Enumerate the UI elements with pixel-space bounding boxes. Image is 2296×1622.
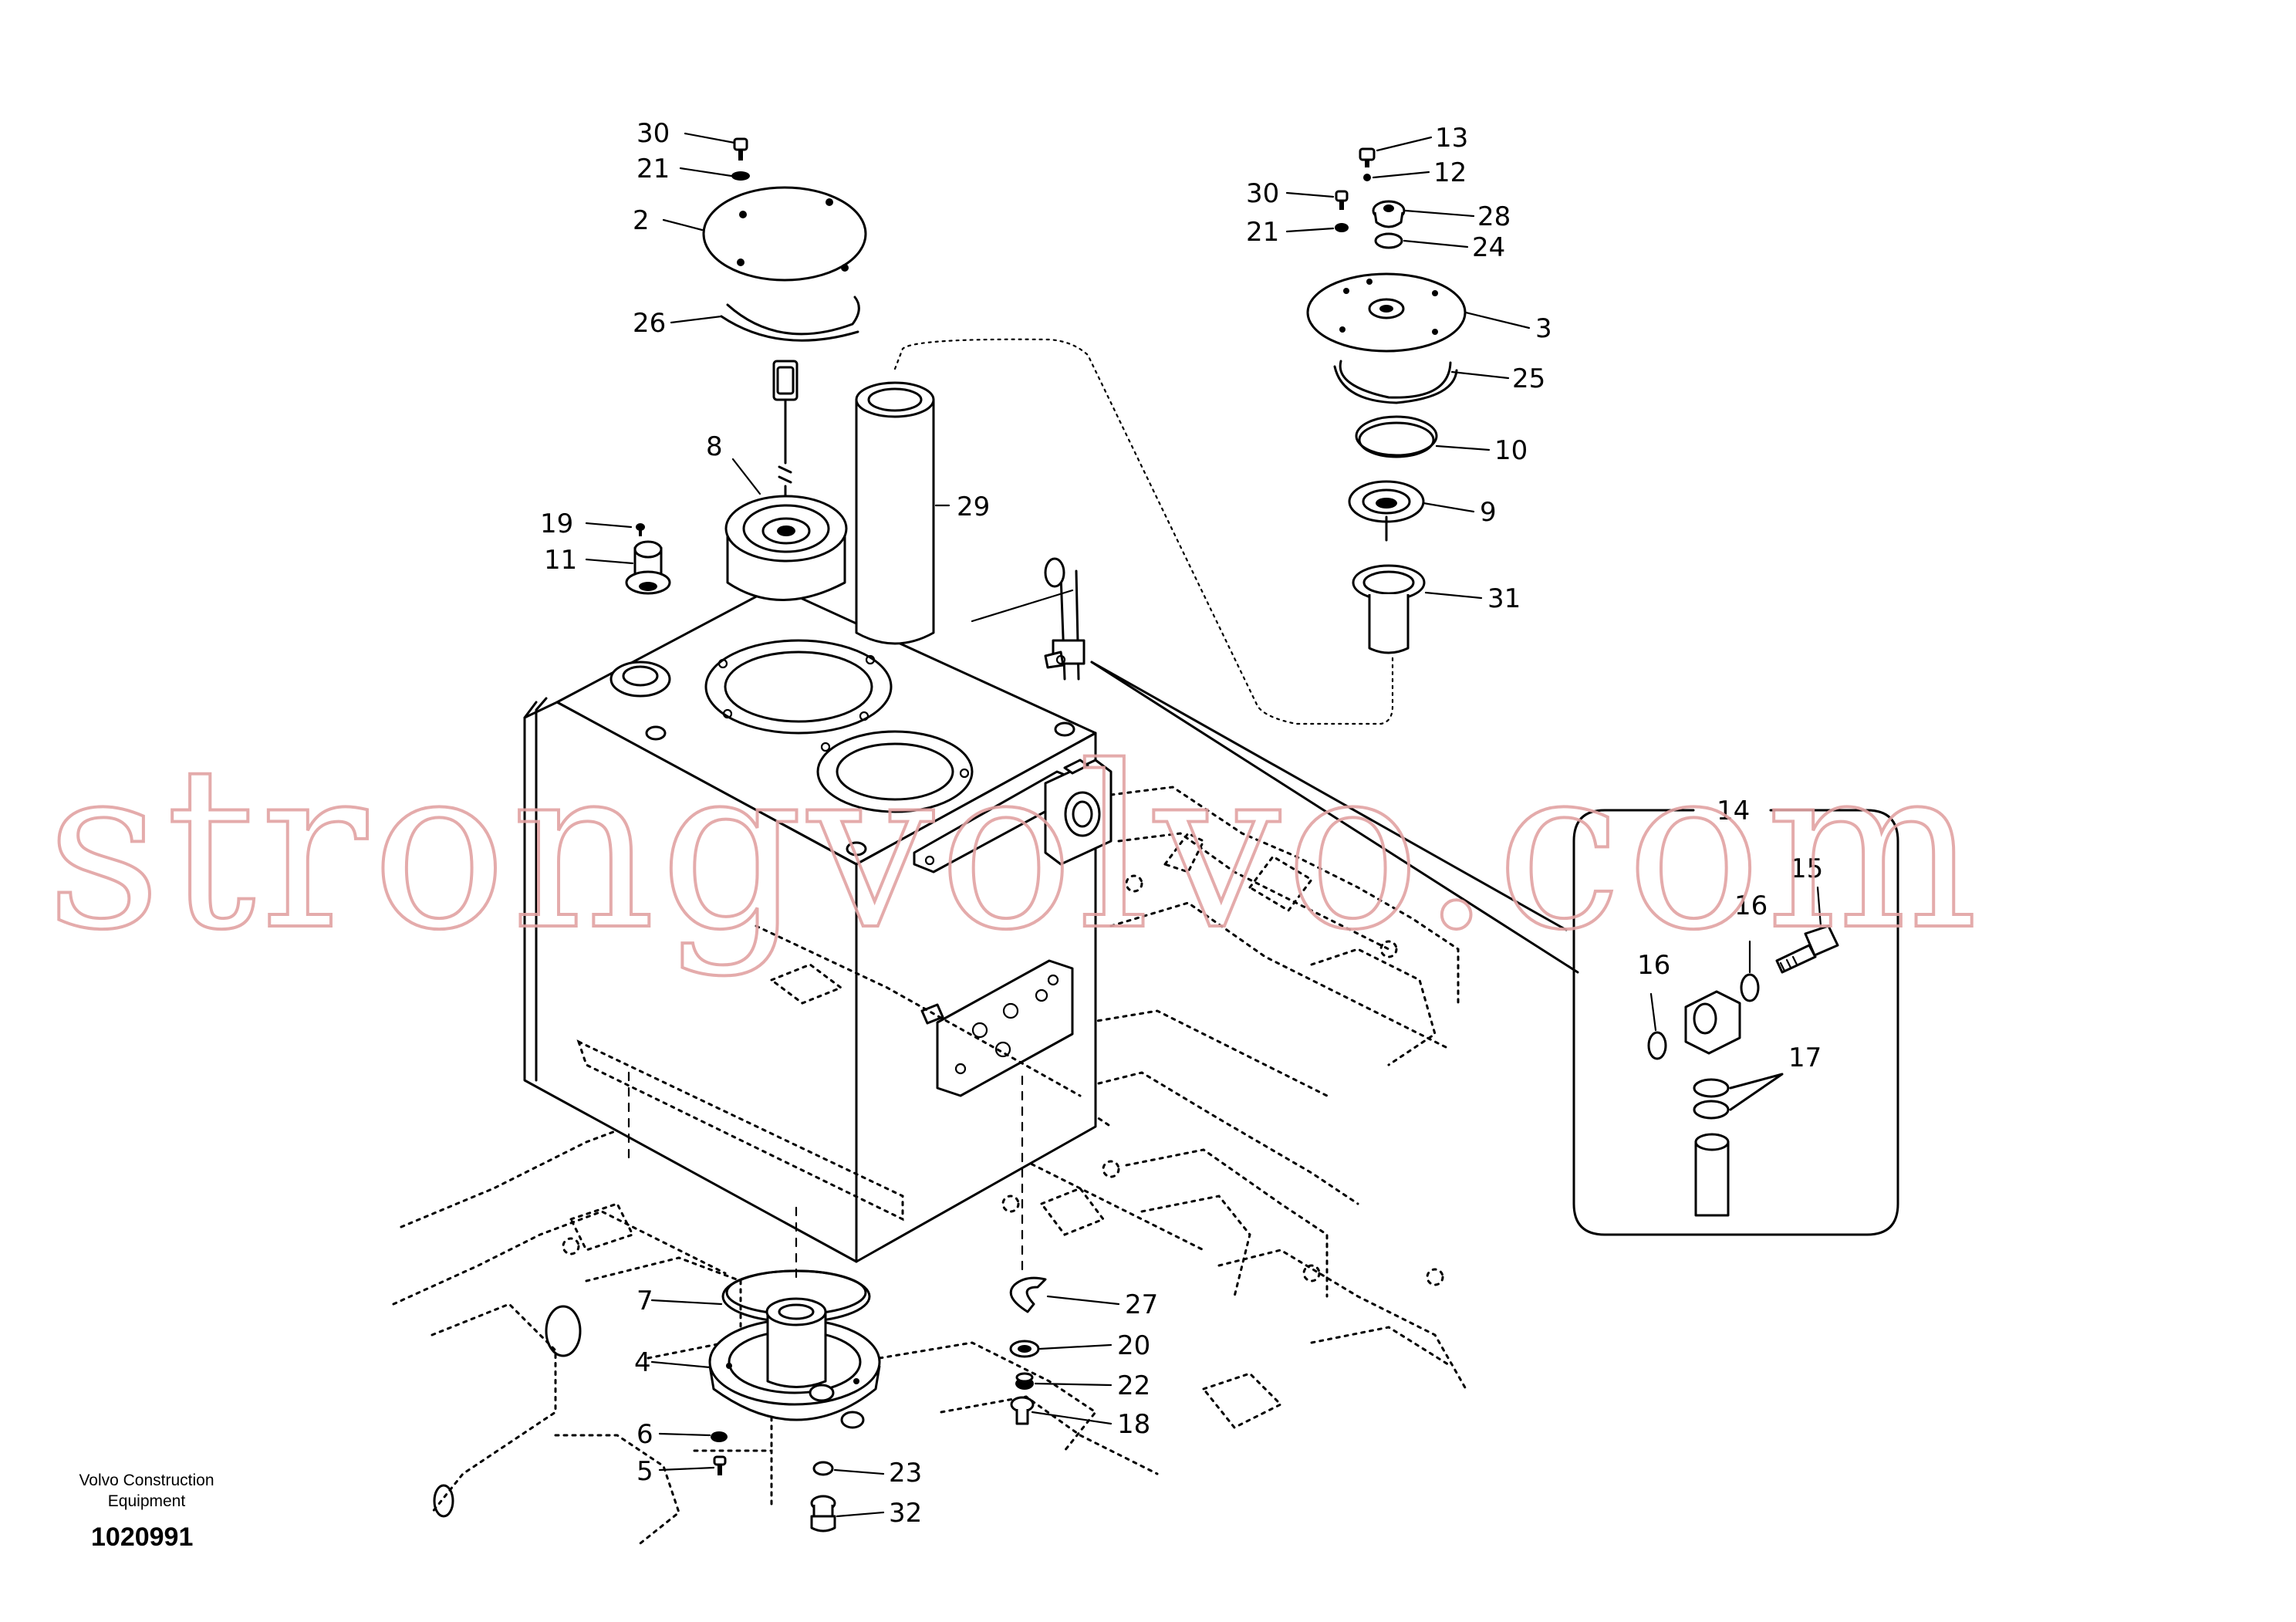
callout-31: 31: [1487, 583, 1521, 614]
plug-11: [625, 523, 671, 595]
callout-19: 19: [540, 509, 573, 539]
callout-16-left: 16: [1637, 950, 1670, 981]
callout-32: 32: [889, 1498, 922, 1529]
suction-stack: [893, 147, 1467, 725]
callout-3: 3: [1535, 313, 1552, 344]
drain-assembly: [627, 1071, 1047, 1532]
leader-lines: [585, 132, 1822, 1518]
cover-2: [702, 186, 867, 342]
hydraulic-tank: [523, 557, 1113, 1263]
callout-29: 29: [957, 492, 990, 522]
callout-25: 25: [1512, 363, 1545, 394]
callout-26: 26: [633, 308, 666, 339]
watermark-text: strongvolvo.com: [46, 719, 1983, 979]
bolt-30-top: [731, 137, 750, 181]
callout-4: 4: [634, 1347, 651, 1378]
callout-14: 14: [1717, 796, 1750, 826]
breather-8: [724, 360, 848, 601]
callout-16-right: 16: [1734, 890, 1768, 921]
callout-22: 22: [1117, 1370, 1150, 1401]
callout-2: 2: [633, 205, 650, 236]
footer-block: Volvo Construction Equipment 1020991: [79, 1472, 214, 1552]
callout-10: 10: [1494, 435, 1528, 466]
callout-8: 8: [706, 431, 723, 462]
callout-11: 11: [544, 545, 577, 576]
watermark: strongvolvo.com: [46, 719, 1983, 979]
callout-30-top: 30: [636, 118, 670, 149]
company-name-line1: Volvo Construction: [79, 1472, 214, 1489]
callout-labels: 30 21 2 26 8 29 19 11 13 12 30 28 21 24 …: [540, 118, 1823, 1529]
callout-21-right: 21: [1246, 217, 1279, 248]
detail-14-box: [1090, 661, 1899, 1236]
callout-18: 18: [1117, 1409, 1150, 1440]
callout-5: 5: [636, 1456, 653, 1487]
callout-6: 6: [636, 1419, 653, 1450]
callout-9: 9: [1480, 497, 1497, 528]
drawing-number: 1020991: [91, 1522, 193, 1552]
callout-15: 15: [1790, 853, 1823, 884]
filter-29: [855, 381, 935, 645]
callout-21-top: 21: [636, 154, 670, 184]
callout-13: 13: [1435, 123, 1468, 154]
callout-12: 12: [1433, 157, 1467, 188]
company-name-line2: Equipment: [108, 1492, 186, 1510]
callout-30-right: 30: [1246, 178, 1279, 209]
callout-7: 7: [636, 1286, 653, 1316]
callout-23: 23: [889, 1458, 922, 1489]
callout-17: 17: [1788, 1042, 1822, 1073]
callout-28: 28: [1477, 201, 1511, 232]
callout-27: 27: [1125, 1289, 1158, 1320]
callout-20: 20: [1117, 1330, 1150, 1361]
callout-24: 24: [1472, 232, 1505, 263]
